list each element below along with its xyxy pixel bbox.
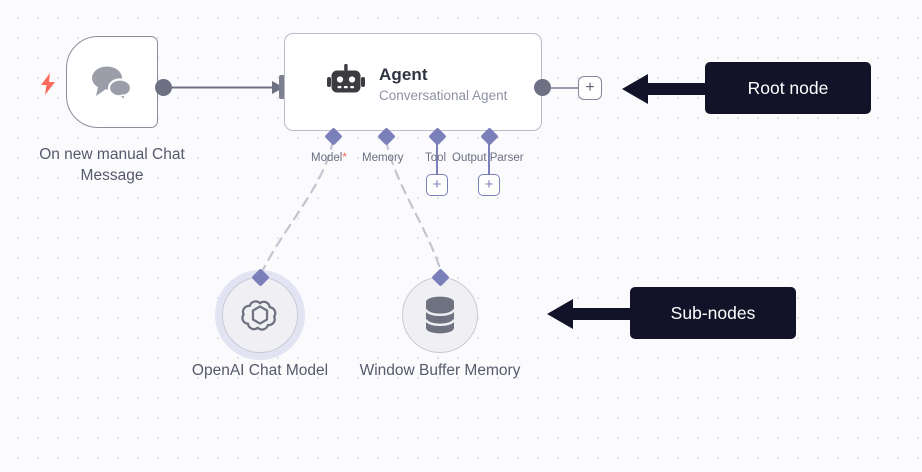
annotation-root-node: Root node [705,62,871,114]
port-required-marker-model: * [342,152,347,164]
node-label-window-buffer-memory: Window Buffer Memory [359,362,521,379]
port-label-tool: Tool [425,152,447,164]
port-label-memory: Memory [362,152,404,164]
node-agent[interactable]: Agent Conversational Agent [284,33,542,131]
agent-output-port[interactable] [534,79,551,96]
robot-icon [327,64,365,93]
add-node-button[interactable]: + [578,76,602,100]
node-on-new-manual-chat-message[interactable] [66,36,158,128]
node-window-buffer-memory[interactable] [402,277,478,353]
node-label-openai-chat-model: OpenAI Chat Model [191,362,329,379]
port-label-model-text: Model [311,152,343,164]
port-label-model: Model* [311,152,347,164]
agent-input-port[interactable] [279,75,288,99]
callout-arrow-root-node [622,74,718,104]
node-label-trigger: On new manual Chat Message [39,146,185,184]
database-icon [424,296,456,334]
add-output-parser-button[interactable]: + [478,174,500,196]
port-label-output-parser: Output Parser [452,152,524,164]
agent-subtitle: Conversational Agent [379,88,508,103]
callout-arrow-sub-nodes [547,299,643,329]
lightning-bolt-icon [41,73,55,95]
openai-logo-icon [241,300,277,331]
agent-title: Agent [379,65,428,84]
trigger-output-port[interactable] [155,79,172,96]
add-tool-button[interactable]: + [426,174,448,196]
annotation-sub-nodes: Sub-nodes [630,287,796,339]
chat-bubbles-icon [92,66,133,102]
node-openai-chat-model[interactable] [222,277,298,353]
